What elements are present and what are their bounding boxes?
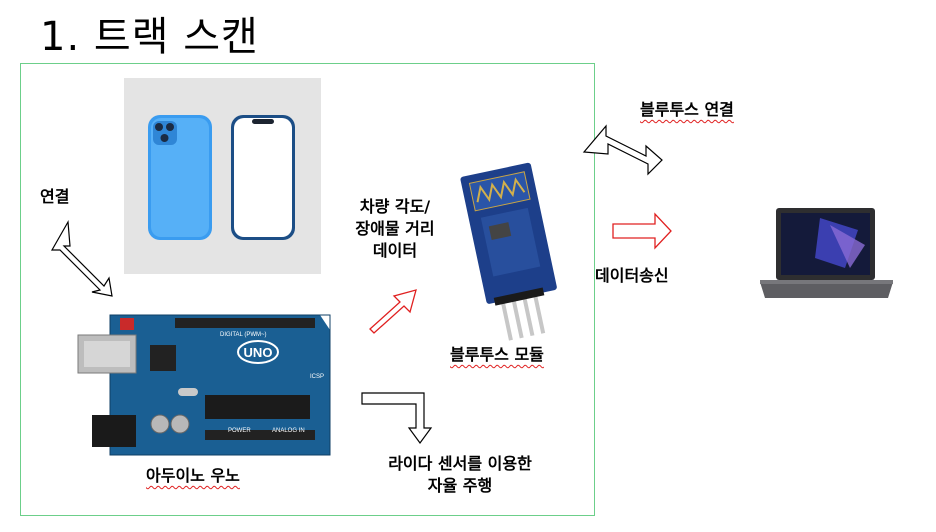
bluetooth-module-text: 블루투스 모듈 xyxy=(450,345,544,364)
arduino-image xyxy=(77,314,331,456)
data-red-arrow xyxy=(369,289,417,334)
data-send-label: 데이터송신 xyxy=(595,266,669,285)
lidar-line-1: 라이다 센서를 이용한 xyxy=(388,454,532,473)
board-analog-text: ANALOG IN xyxy=(272,428,305,434)
connect-label: 연결 xyxy=(40,187,70,206)
bluetooth-double-arrow xyxy=(582,124,663,176)
send-red-arrow xyxy=(612,212,672,250)
page-title: 1. 트랙 스캔 xyxy=(40,14,259,60)
system-frame xyxy=(20,63,595,516)
lidar-description: 라이다 센서를 이용한 자율 주행 xyxy=(345,453,575,497)
data-line-2: 장애물 거리 xyxy=(355,219,435,238)
bluetooth-module-image xyxy=(460,162,557,341)
connect-double-arrow xyxy=(50,220,113,297)
lidar-line-2: 자율 주행 xyxy=(427,476,493,495)
bluetooth-module-label: 블루투스 모듈 xyxy=(450,341,544,365)
arduino-uno-label: 아두이노 우노 xyxy=(146,462,240,486)
board-digital-text: DIGITAL (PWM~) xyxy=(220,332,267,338)
laptop-image xyxy=(760,208,893,298)
data-line-3: 데이터 xyxy=(372,241,418,260)
bluetooth-connect-label: 블루투스 연결 xyxy=(640,96,734,120)
uno-logo-text: UNO xyxy=(244,345,273,360)
board-power-text: POWER xyxy=(228,428,251,434)
data-line-1: 차량 각도/ xyxy=(359,197,431,216)
data-description: 차량 각도/ 장애물 거리 데이터 xyxy=(330,196,460,262)
board-icsp-text: ICSP xyxy=(310,374,324,380)
phone-image xyxy=(124,78,321,274)
bluetooth-connect-text: 블루투스 연결 xyxy=(640,100,734,119)
lidar-bent-arrow xyxy=(361,392,433,445)
arduino-uno-text: 아두이노 우노 xyxy=(146,466,240,485)
